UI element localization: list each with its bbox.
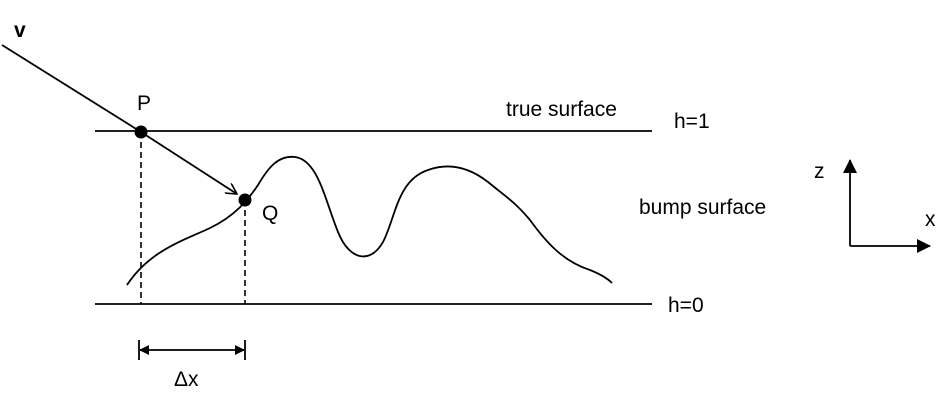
view-ray-arrow xyxy=(140,131,237,194)
label-h0: h=0 xyxy=(668,294,704,317)
label-h1: h=1 xyxy=(674,110,710,133)
label-v: v xyxy=(14,19,26,42)
label-bump-surface: bump surface xyxy=(639,196,766,219)
label-delta-x: Δx xyxy=(174,368,199,391)
label-q: Q xyxy=(262,202,278,225)
point-p xyxy=(134,125,148,139)
label-axis-x: x xyxy=(925,208,936,231)
view-vector-line xyxy=(1,44,142,133)
label-axis-z: z xyxy=(814,160,825,183)
label-true-surface: true surface xyxy=(506,98,617,121)
point-q xyxy=(238,193,252,207)
bump-surface-curve xyxy=(126,156,613,286)
label-p: P xyxy=(137,92,151,115)
